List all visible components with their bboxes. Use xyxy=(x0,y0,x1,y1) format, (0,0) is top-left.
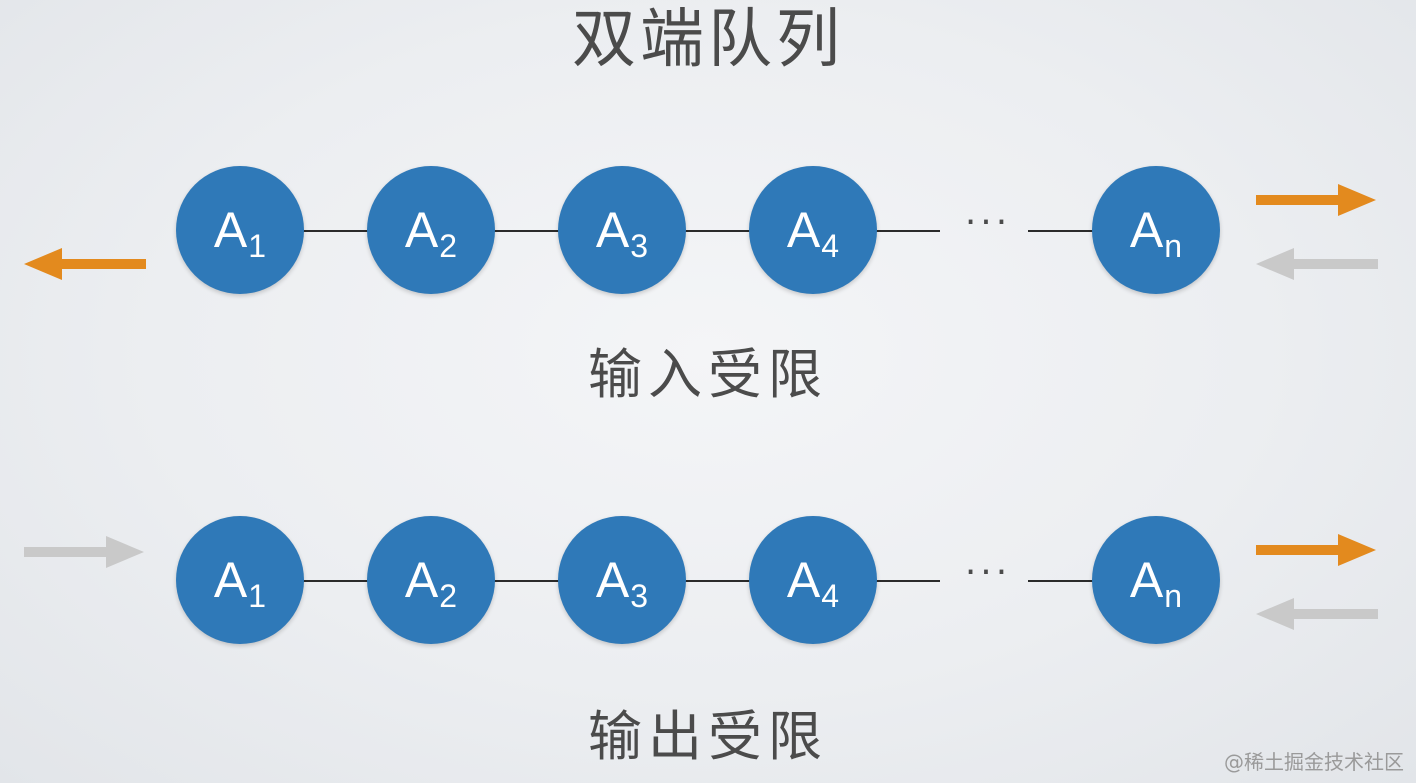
left-arrow-icon xyxy=(1256,248,1378,280)
right-arrow-icon xyxy=(1256,534,1376,566)
queue-node-an: An xyxy=(1092,166,1220,294)
right-arrow-icon xyxy=(1256,184,1376,216)
deque-row-input-restricted: A1 A2 A3 A4 ··· An xyxy=(0,166,1416,296)
right-arrow-icon xyxy=(24,536,144,568)
caption-input-restricted: 输入受限 xyxy=(588,343,828,406)
queue-node-a4: A4 xyxy=(749,166,877,294)
queue-node-a1: A1 xyxy=(176,516,304,644)
queue-node-a1: A1 xyxy=(176,166,304,294)
deque-row-output-restricted: A1 A2 A3 A4 ··· An xyxy=(0,516,1416,646)
queue-node-a3: A3 xyxy=(558,166,686,294)
left-arrow-icon xyxy=(1256,598,1378,630)
ellipsis: ··· xyxy=(964,202,1012,243)
queue-node-a2: A2 xyxy=(367,166,495,294)
queue-node-a2: A2 xyxy=(367,516,495,644)
left-arrow-icon xyxy=(24,248,146,280)
queue-node-a3: A3 xyxy=(558,516,686,644)
caption-output-restricted: 输出受限 xyxy=(588,705,828,768)
page-title: 双端队列 xyxy=(572,3,844,77)
ellipsis: ··· xyxy=(964,552,1012,593)
watermark: @稀土掘金技术社区 xyxy=(1224,750,1404,774)
queue-node-a4: A4 xyxy=(749,516,877,644)
queue-node-an: An xyxy=(1092,516,1220,644)
